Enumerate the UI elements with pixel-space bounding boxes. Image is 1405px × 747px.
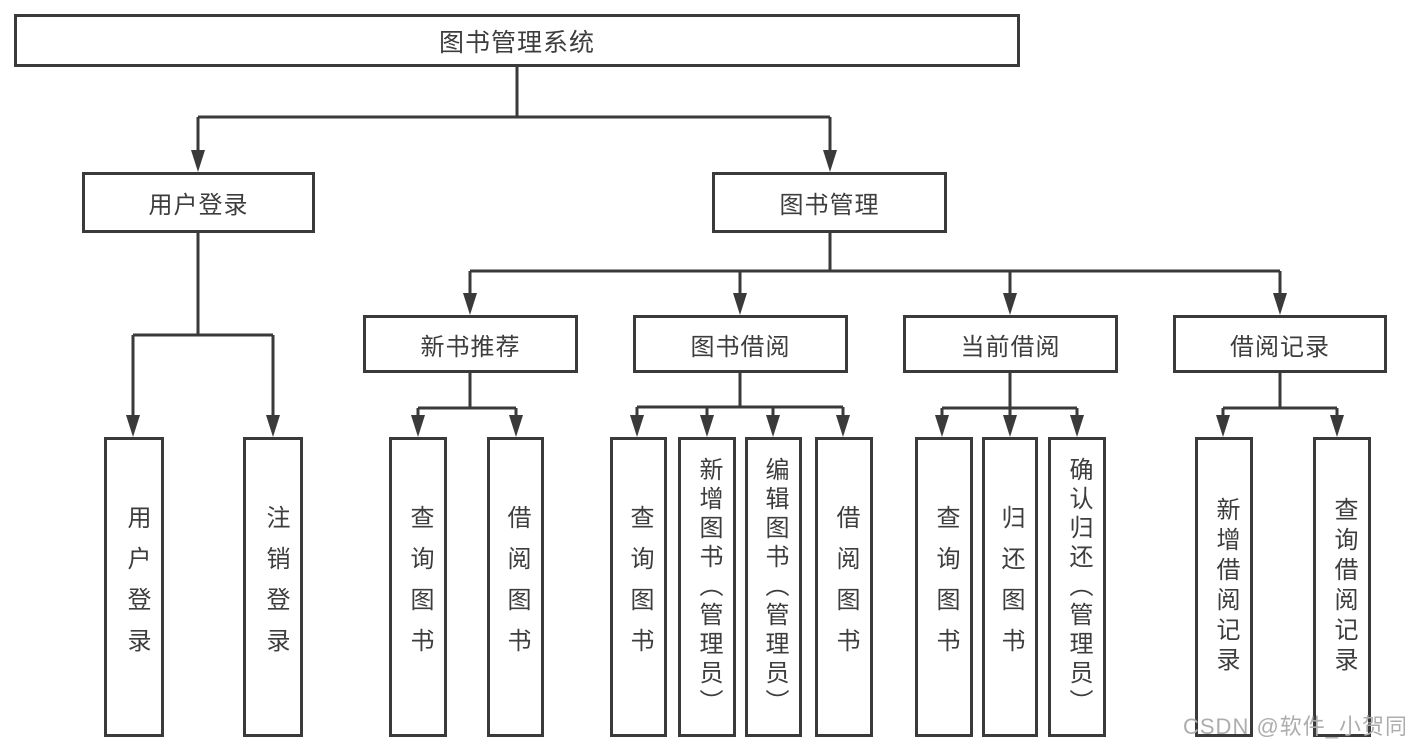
node-book-borrow: 图书借阅 bbox=[633, 315, 848, 373]
leaf-logout: 注销登录 bbox=[243, 437, 303, 737]
leaf-add-book-admin: 新增图书（管理员） bbox=[678, 437, 736, 737]
node-library-management-system: 图书管理系统 bbox=[14, 14, 1020, 67]
leaf-add-borrow-record: 新增借阅记录 bbox=[1195, 437, 1253, 737]
leaf-confirm-return-admin: 确认归还（管理员） bbox=[1048, 437, 1106, 737]
leaf-query-borrow-record: 查询借阅记录 bbox=[1313, 437, 1371, 737]
leaf-borrow-books-recommend: 借阅图书 bbox=[487, 437, 544, 737]
leaf-query-books-current: 查询图书 bbox=[915, 437, 973, 737]
node-current-borrow: 当前借阅 bbox=[903, 315, 1118, 373]
leaf-user-login: 用户登录 bbox=[104, 437, 164, 737]
leaf-edit-book-admin: 编辑图书（管理员） bbox=[745, 437, 802, 737]
node-new-book-recommend: 新书推荐 bbox=[363, 315, 578, 373]
node-borrow-records: 借阅记录 bbox=[1173, 315, 1387, 373]
watermark: CSDN @软件_小贺同学 bbox=[1183, 714, 1405, 739]
node-book-management: 图书管理 bbox=[712, 172, 947, 233]
leaf-return-books: 归还图书 bbox=[982, 437, 1038, 737]
leaf-query-books-recommend: 查询图书 bbox=[389, 437, 447, 737]
node-user-login: 用户登录 bbox=[82, 172, 315, 233]
leaf-query-books-borrow: 查询图书 bbox=[610, 437, 667, 737]
leaf-borrow-books: 借阅图书 bbox=[815, 437, 873, 737]
